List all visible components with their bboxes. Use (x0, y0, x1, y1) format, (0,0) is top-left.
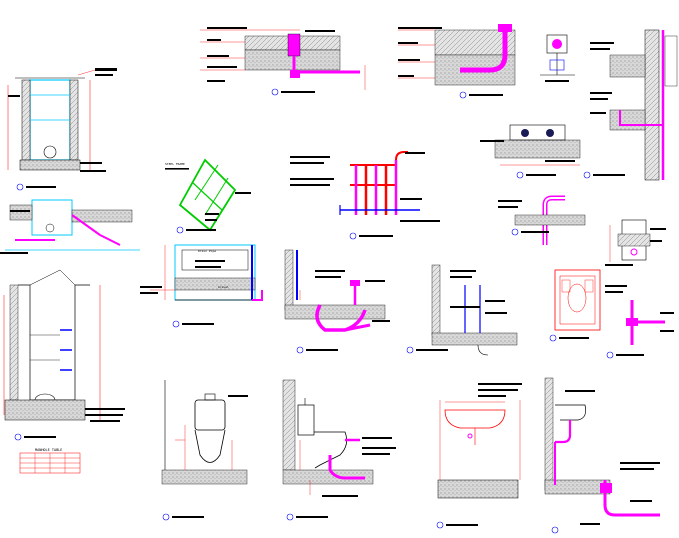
detail-wash-basin (436, 383, 522, 529)
detail-support-frame: STEEL FRAME (165, 158, 251, 234)
detail-wc-side (282, 379, 396, 521)
detail-manifold (290, 151, 440, 240)
detail-tank-section: Drain Pipe Gravel (140, 244, 263, 328)
detail-tee-junction (606, 300, 674, 359)
detail-slab-penetration (398, 24, 516, 99)
detail-inspection-chamber (3, 269, 125, 441)
detail-basin-side (544, 377, 660, 534)
detail-squat-pan (549, 269, 627, 342)
tank-note-drain: Drain Pipe (198, 249, 216, 253)
detail-pipe-connection (0, 199, 140, 254)
detail-valve (540, 34, 575, 82)
tank-note-gravel: Gravel (218, 285, 229, 289)
detail-wall-riser (583, 29, 678, 181)
detail-urinal-section (406, 264, 518, 356)
detail-floor-drain-section (200, 27, 366, 96)
detail-floor-trap (284, 249, 390, 354)
manhole-table: MANHOLE TABLE (19, 448, 81, 474)
detail-pipe-sleeve (480, 124, 581, 179)
detail-wc-front (161, 380, 248, 521)
detail-gully (605, 219, 666, 266)
frame-note: STEEL FRAME (165, 162, 185, 166)
manhole-table-title: MANHOLE TABLE (35, 448, 62, 452)
detail-manhole-section (7, 68, 117, 191)
detail-stand-tap (498, 195, 586, 245)
